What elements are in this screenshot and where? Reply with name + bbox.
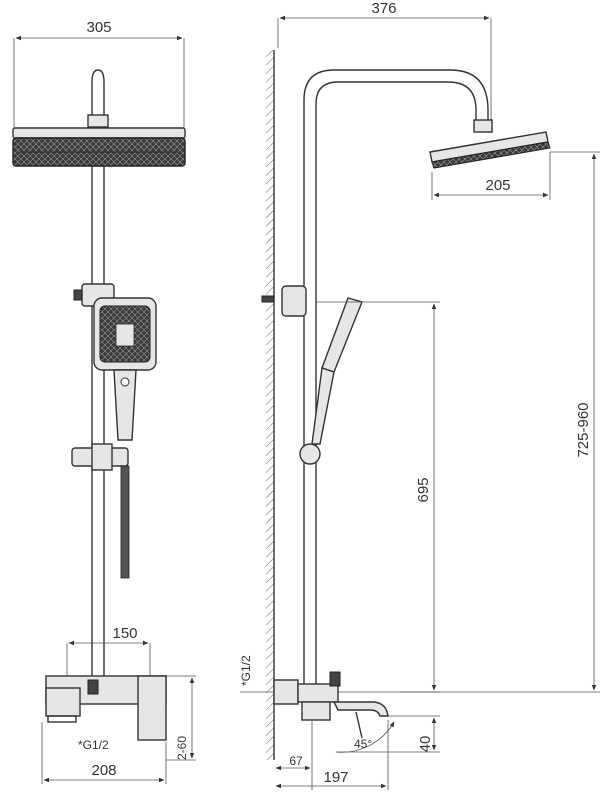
hose bbox=[120, 465, 130, 579]
dim-slide-rail-label: 695 bbox=[415, 477, 432, 502]
front-view: 305 bbox=[12, 19, 196, 784]
dim-body-offset-label: 67 bbox=[289, 754, 303, 768]
dim-inlet-spacing: 208 bbox=[41, 722, 167, 784]
side-diverter bbox=[261, 285, 307, 317]
side-hand-shower bbox=[299, 297, 363, 465]
overhead-shower-head bbox=[12, 127, 186, 167]
angle-mark: 45° bbox=[335, 721, 395, 753]
dim-spout-length-label: 197 bbox=[323, 769, 348, 786]
thread-note-side: *G1/2 bbox=[239, 655, 253, 686]
dim-inlet-spacing-label: 208 bbox=[91, 762, 116, 779]
dim-total-depth-label: 376 bbox=[371, 0, 396, 17]
dim-head-width-label: 305 bbox=[86, 19, 111, 36]
dim-slide-rail: 695 bbox=[316, 301, 440, 693]
dim-mixer-width: 150 bbox=[66, 625, 151, 680]
shower-arm-neck bbox=[87, 69, 109, 128]
dim-head-width: 305 bbox=[13, 19, 185, 130]
riser-and-arm bbox=[303, 69, 493, 686]
dim-inlet: 2-60 bbox=[166, 675, 196, 761]
side-shower-head bbox=[429, 131, 551, 169]
dim-body-offset: 67 bbox=[275, 720, 313, 790]
dim-spout-length: 197 bbox=[275, 720, 389, 790]
dim-mixer-width-label: 150 bbox=[112, 625, 137, 642]
dim-head-width-side: 205 bbox=[431, 152, 551, 200]
dim-height-adjust: 725-960 bbox=[400, 151, 600, 693]
mixer-body bbox=[45, 675, 167, 741]
dim-inlet-label: 2-60 bbox=[175, 736, 189, 760]
slide-holder bbox=[71, 443, 129, 471]
thread-note-front: *G1/2 bbox=[78, 738, 109, 752]
riser-pipe bbox=[91, 165, 105, 687]
dim-height-adjust-label: 725-960 bbox=[575, 402, 592, 457]
hand-shower bbox=[93, 297, 157, 441]
dim-spout-drop-label: 40 bbox=[417, 736, 434, 753]
side-mixer bbox=[240, 671, 389, 739]
side-view: 376 205 bbox=[239, 0, 600, 790]
dim-head-width-side-label: 205 bbox=[485, 177, 510, 194]
wall bbox=[266, 50, 275, 760]
dim-total-depth: 376 bbox=[277, 0, 492, 120]
angle-label: 45° bbox=[354, 737, 372, 751]
